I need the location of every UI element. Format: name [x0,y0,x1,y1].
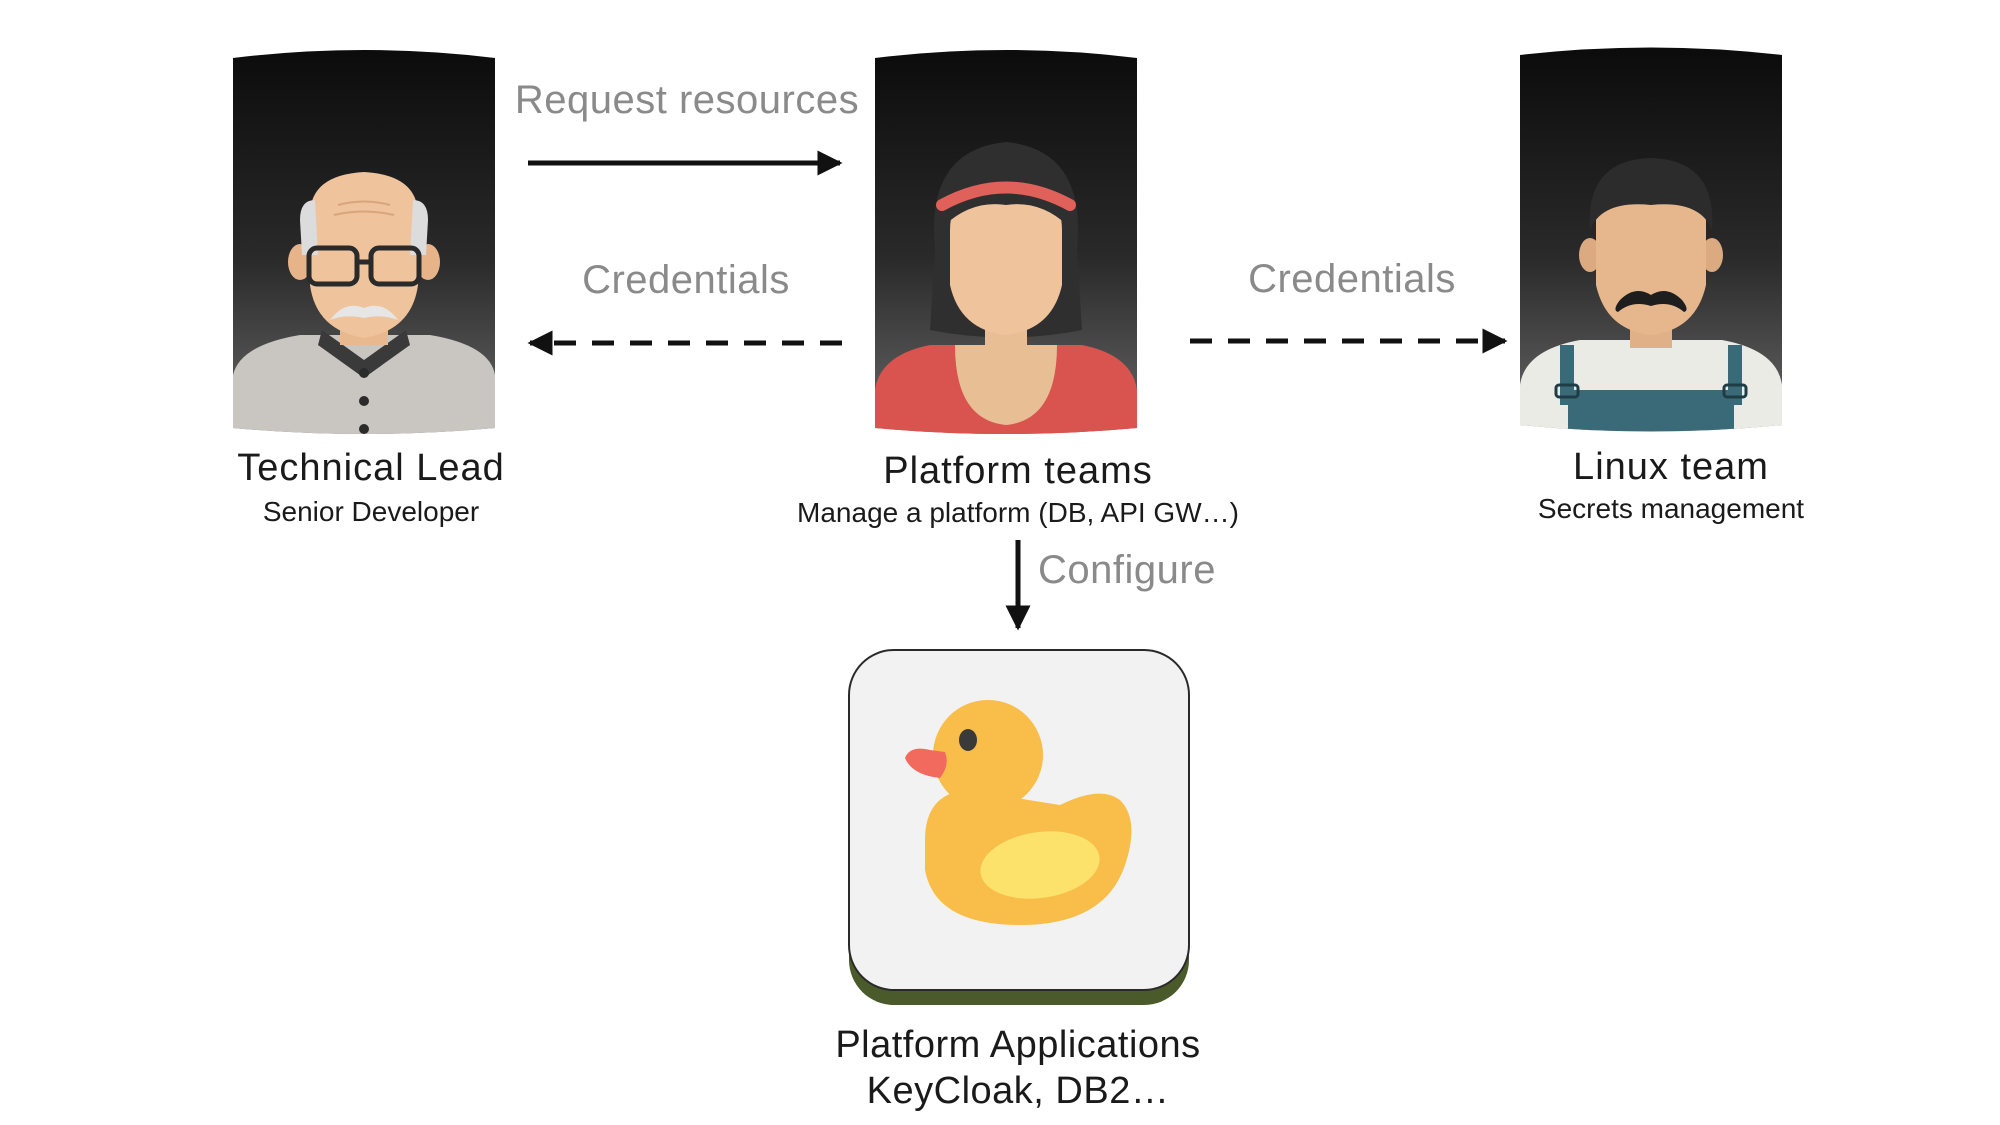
credentials-right-label: Credentials [1248,257,1456,301]
old-man-avatar-icon [233,50,495,434]
platform-applications-title: Platform Applications [835,1024,1201,1066]
rubber-duck-app-icon [848,649,1190,1005]
platform-applications-examples: KeyCloak, DB2… [866,1070,1170,1112]
configure-label: Configure [1038,548,1216,592]
linux-team-subtitle: Secrets management [1537,493,1805,524]
platform-teams-subtitle: Manage a platform (DB, API GW…) [797,497,1239,528]
platform-teams-title: Platform teams [883,450,1153,492]
linux-team-title: Linux team [1573,446,1769,488]
mustache-man-avatar-icon [1520,47,1782,432]
tech-lead-subtitle: Senior Developer [262,496,480,527]
credentials-left-label: Credentials [582,258,790,302]
tech-lead-title: Technical Lead [237,447,505,489]
request-resources-label: Request resources [514,78,860,122]
woman-avatar-icon [875,50,1137,434]
